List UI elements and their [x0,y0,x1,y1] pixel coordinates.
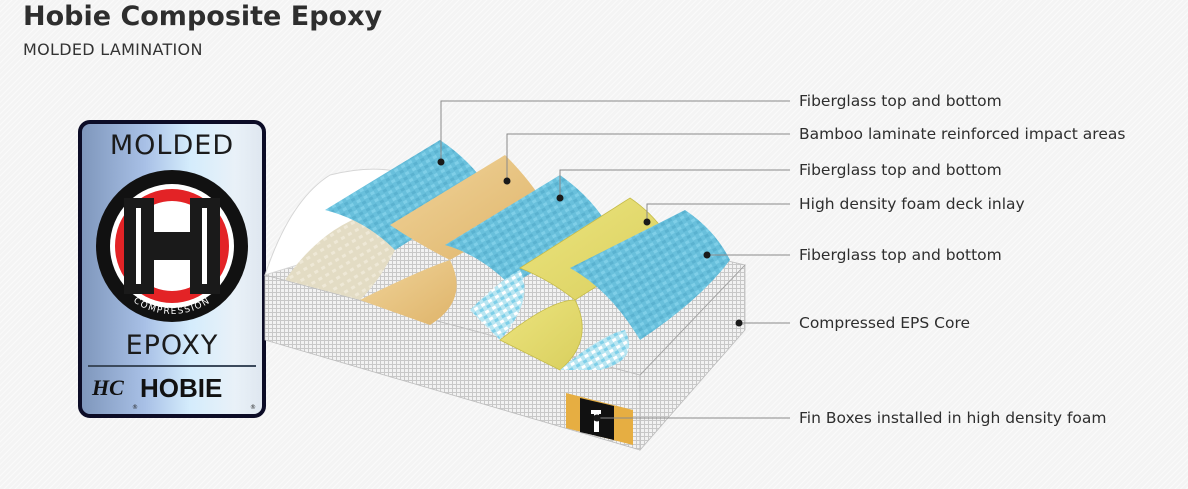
fiberglass-underlayer [285,215,395,300]
leader-line-2 [506,133,790,181]
compression-logo-icon: COMPRESSION [96,170,248,322]
badge-top-text: MOLDED [109,130,235,161]
fiberglass-layer-3 [570,210,730,340]
leader-dot-4 [643,218,651,226]
leader-line-4 [646,203,790,222]
fiberglass-layer-1 [325,140,490,250]
leader-dot-5 [703,251,711,259]
leader-line-1 [440,100,790,162]
badge-brand: HOBIE [140,373,223,403]
leader-dot-3 [556,194,564,202]
leader-dot-2 [503,177,511,185]
leader-dot-6 [735,319,743,327]
hobie-logo-icon: HC [92,375,124,400]
callout-fiberglass-1: Fiberglass top and bottom [799,92,1002,110]
fiberglass-underside-2 [470,270,525,340]
callout-fin-boxes: Fin Boxes installed in high density foam [799,409,1107,427]
page-title: Hobie Composite Epoxy [23,1,383,32]
badge-bottom-text: EPOXY [125,330,219,361]
molded-epoxy-badge: MOLDED COMPRESSION EPOXY HC HOBIE ® ® [78,120,266,418]
leader-line-3 [559,169,790,198]
callout-eps-core: Compressed EPS Core [799,314,971,332]
registered-mark: ® [132,404,138,411]
bamboo-layer-curl [360,260,457,325]
callout-fiberglass-3: Fiberglass top and bottom [799,246,1002,264]
callout-foam-inlay: High density foam deck inlay [799,195,1025,213]
leader-dots [437,158,743,422]
leader-lines [440,100,790,419]
registered-mark: ® [250,404,256,411]
leader-dot-1 [437,158,445,166]
callout-bamboo: Bamboo laminate reinforced impact areas [799,125,1126,143]
badge-divider [88,365,256,367]
fiberglass-underside-3 [560,330,630,370]
foam-inlay-curl [499,299,583,371]
page-subtitle: MOLDED LAMINATION [23,40,203,59]
leader-dot-7 [593,414,601,422]
callout-fiberglass-2: Fiberglass top and bottom [799,161,1002,179]
fiberglass-layer-2 [445,175,610,285]
